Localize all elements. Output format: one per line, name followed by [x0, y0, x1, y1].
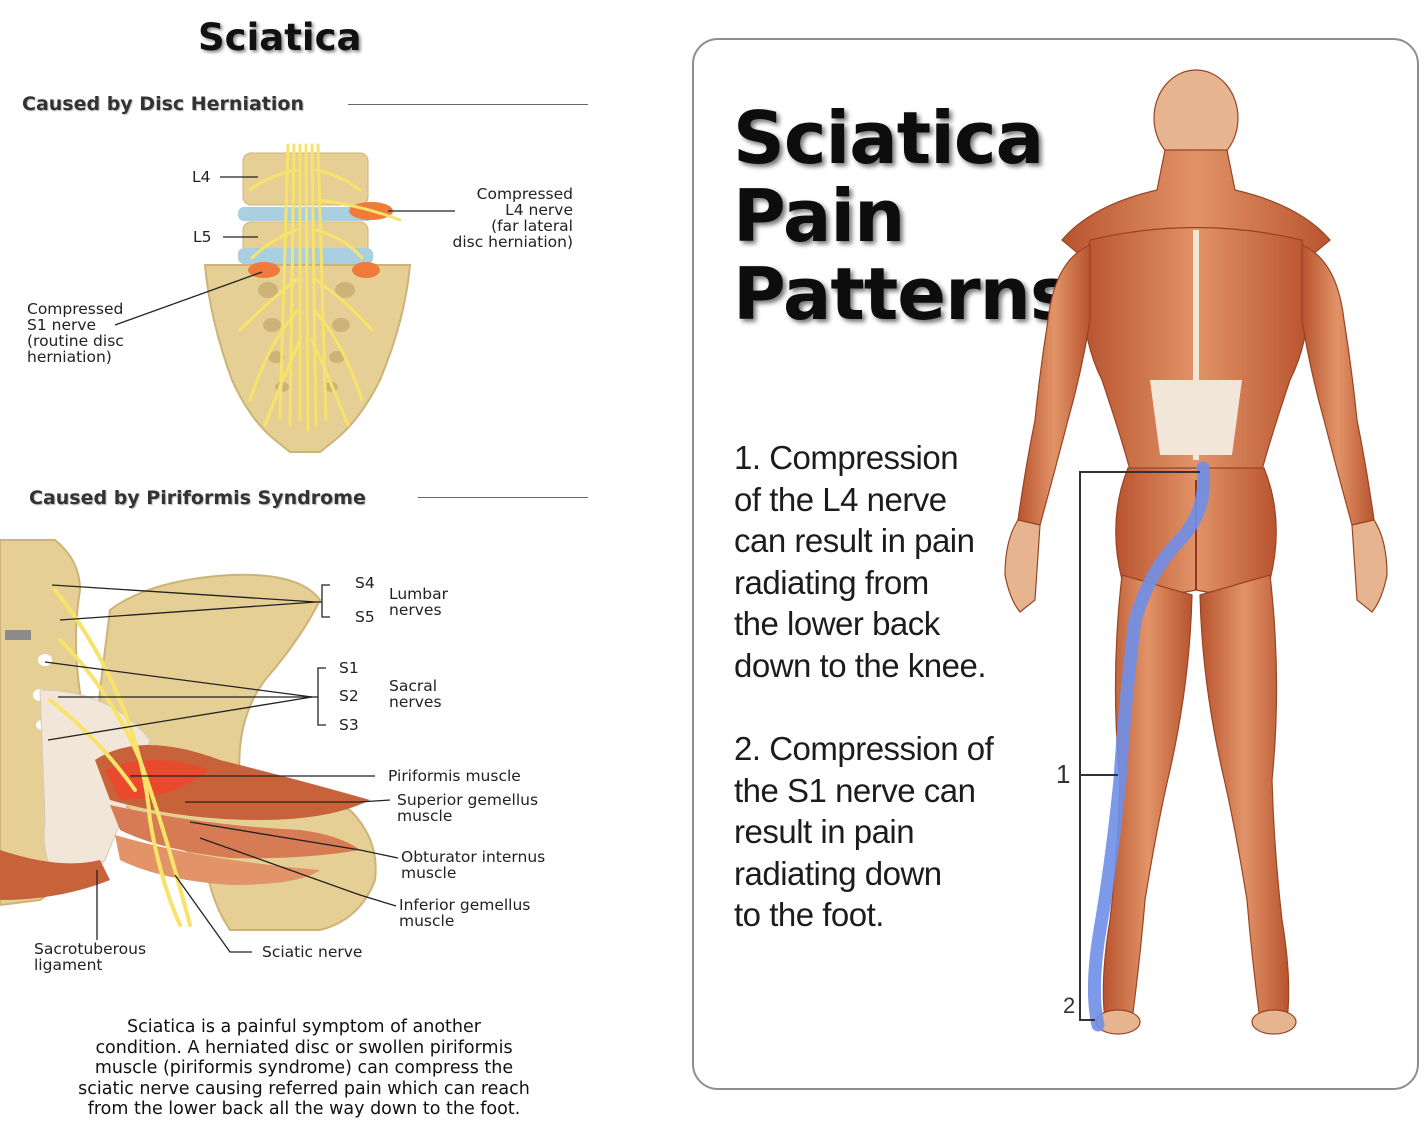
sciatic-nerve-label: Sciatic nerve	[262, 943, 363, 961]
description-text: Sciatica is a painful symptom of another…	[78, 1017, 530, 1119]
s1-label: S1	[339, 659, 359, 677]
obturator-internus-label: Obturator internus muscle	[401, 848, 546, 882]
heading-rule	[348, 104, 588, 105]
point-2-text: 2. Compression of the S1 nerve can resul…	[734, 730, 994, 933]
heading-rule	[418, 497, 588, 498]
inferior-gemellus-label: Inferior gemellus muscle	[399, 896, 531, 930]
marker-2-label: 2	[1063, 993, 1076, 1018]
lumbar-nerves-label: Lumbar nerves	[389, 585, 448, 619]
piriformis-muscle-label: Piriformis muscle	[388, 767, 521, 785]
compressed-l4-label: Compressed L4 nerve (far lateral disc he…	[452, 185, 574, 251]
s3-label: S3	[339, 716, 359, 734]
sacrotuberous-ligament-label: Sacrotuberous ligament	[34, 940, 147, 974]
point-1-text: 1. Compression of the L4 nerve can resul…	[734, 439, 987, 684]
s2-label: S2	[339, 687, 359, 705]
piriformis-heading: Caused by Piriformis Syndrome	[29, 487, 366, 509]
s4-label: S4	[355, 574, 375, 592]
l5-label: L5	[193, 228, 212, 246]
sacral-nerves-label: Sacral nerves	[389, 677, 442, 711]
disc-herniation-heading: Caused by Disc Herniation	[22, 93, 304, 115]
compressed-s1-label: Compressed S1 nerve (routine disc hernia…	[27, 300, 124, 366]
l4-label: L4	[192, 168, 211, 186]
superior-gemellus-label: Superior gemellus muscle	[397, 791, 539, 825]
s5-label: S5	[355, 608, 375, 626]
page-title: Sciatica	[198, 16, 362, 59]
card-title: Sciatica Pain Patterns	[733, 96, 1073, 336]
marker-1-label: 1	[1056, 759, 1071, 789]
